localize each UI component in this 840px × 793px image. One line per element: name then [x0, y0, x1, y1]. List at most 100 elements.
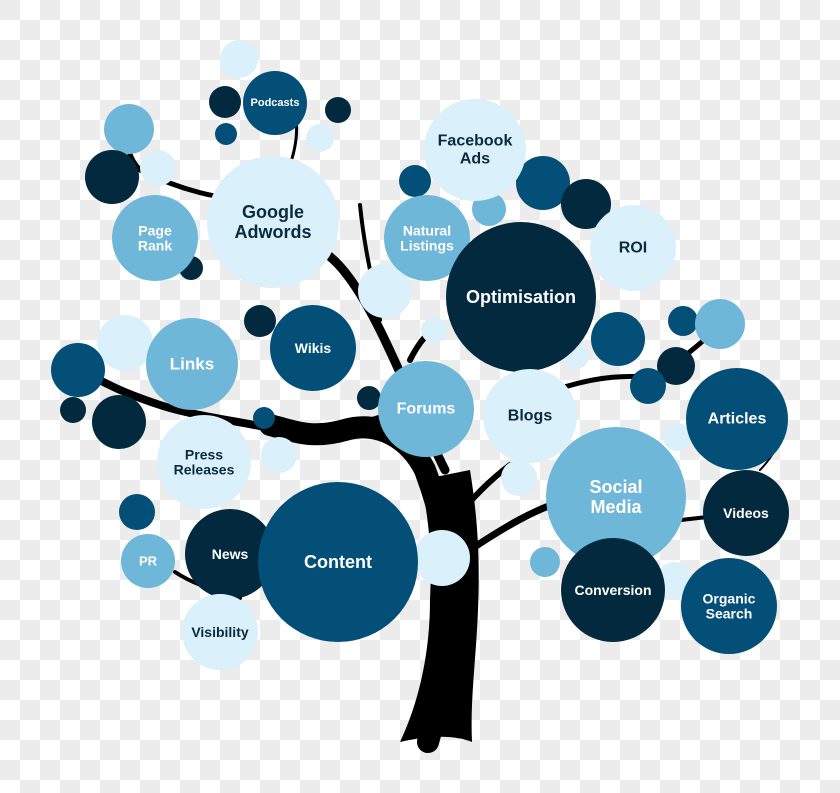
node-links: Links	[146, 318, 238, 410]
decorative-dot	[668, 306, 698, 336]
decorative-dot	[51, 343, 105, 397]
decorative-dot	[591, 312, 645, 366]
decorative-dots	[51, 40, 745, 598]
node-content: Content	[258, 482, 418, 642]
decorative-dot	[663, 423, 691, 451]
node-label: Media	[590, 497, 642, 517]
node-circle	[146, 318, 238, 410]
labeled-nodes: PodcastsGoogleAdwordsPageRankFacebookAds…	[112, 71, 789, 670]
decorative-dot	[358, 264, 412, 318]
decorative-dot	[657, 347, 695, 385]
node-circle	[258, 482, 418, 642]
node-podcasts: Podcasts	[243, 71, 307, 135]
decorative-dot	[215, 123, 237, 145]
node-circle	[686, 368, 788, 470]
decorative-dot	[253, 407, 275, 429]
node-optimisation: Optimisation	[446, 222, 596, 372]
decorative-dot	[119, 494, 155, 530]
node-label: Listings	[400, 238, 454, 254]
node-blogs: Blogs	[483, 369, 577, 463]
node-label: Podcasts	[251, 97, 300, 109]
node-label: Articles	[708, 411, 767, 428]
decorative-dot	[501, 460, 537, 496]
node-label: Press	[185, 446, 223, 462]
node-label: News	[212, 546, 249, 562]
decorative-dot	[209, 86, 241, 118]
node-circle	[207, 156, 339, 288]
node-label: Links	[170, 355, 214, 374]
decorative-dot	[244, 305, 276, 337]
node-pr: PR	[121, 534, 175, 588]
node-label: Wikis	[295, 340, 332, 356]
node-label: Google	[242, 202, 304, 222]
node-circle	[157, 415, 251, 509]
tree-trunk	[400, 470, 479, 742]
node-label: Content	[304, 552, 372, 572]
node-circle	[561, 538, 665, 642]
decorative-dot	[92, 395, 146, 449]
decorative-dot	[85, 150, 139, 204]
decorative-dot	[399, 165, 431, 197]
node-circle	[424, 99, 526, 201]
node-label: Natural	[403, 222, 451, 238]
decorative-dot	[306, 124, 334, 152]
node-circle	[384, 195, 470, 281]
decorative-dot	[220, 40, 258, 78]
node-label: Social	[589, 477, 642, 497]
node-label: Organic	[703, 590, 756, 606]
decorative-dot	[630, 368, 666, 404]
decorative-dot	[421, 317, 447, 343]
decorative-dot	[357, 386, 381, 410]
node-label: ROI	[619, 240, 647, 257]
node-circle	[703, 470, 789, 556]
decorative-dot	[97, 315, 153, 371]
node-label: Optimisation	[466, 287, 576, 307]
tree-branch	[296, 414, 384, 434]
node-roi: ROI	[590, 205, 676, 291]
decorative-dot	[695, 299, 745, 349]
node-circle	[446, 222, 596, 372]
node-circle	[483, 369, 577, 463]
node-circle	[182, 594, 258, 670]
decorative-dot	[261, 437, 297, 473]
decorative-dot	[530, 547, 560, 577]
node-label: Forums	[397, 401, 456, 418]
node-circle	[121, 534, 175, 588]
decorative-dot	[414, 530, 470, 586]
node-label: Conversion	[574, 582, 651, 598]
node-news: News	[185, 509, 275, 599]
tree-branch	[76, 364, 274, 432]
node-circle	[681, 558, 777, 654]
node-forums: Forums	[378, 361, 474, 457]
decorative-dot	[561, 179, 611, 229]
node-circle	[112, 195, 198, 281]
node-circle	[243, 71, 307, 135]
decorative-dot	[60, 397, 86, 423]
node-label: Visibility	[191, 624, 249, 640]
node-visibility: Visibility	[182, 594, 258, 670]
node-wikis: Wikis	[270, 305, 356, 391]
node-circle	[590, 205, 676, 291]
node-label: Ads	[460, 150, 490, 167]
decorative-dot	[516, 156, 570, 210]
node-label: Rank	[138, 238, 172, 254]
node-label: Facebook	[438, 133, 513, 150]
node-circle	[270, 305, 356, 391]
node-label: Adwords	[234, 222, 311, 242]
node-label: Releases	[174, 462, 235, 478]
node-circle	[185, 509, 275, 599]
node-videos: Videos	[703, 470, 789, 556]
node-label: Blogs	[508, 408, 553, 425]
decorative-dot	[104, 104, 154, 154]
node-label: Videos	[723, 505, 769, 521]
decorative-dot	[656, 562, 692, 598]
node-circle	[546, 427, 686, 567]
